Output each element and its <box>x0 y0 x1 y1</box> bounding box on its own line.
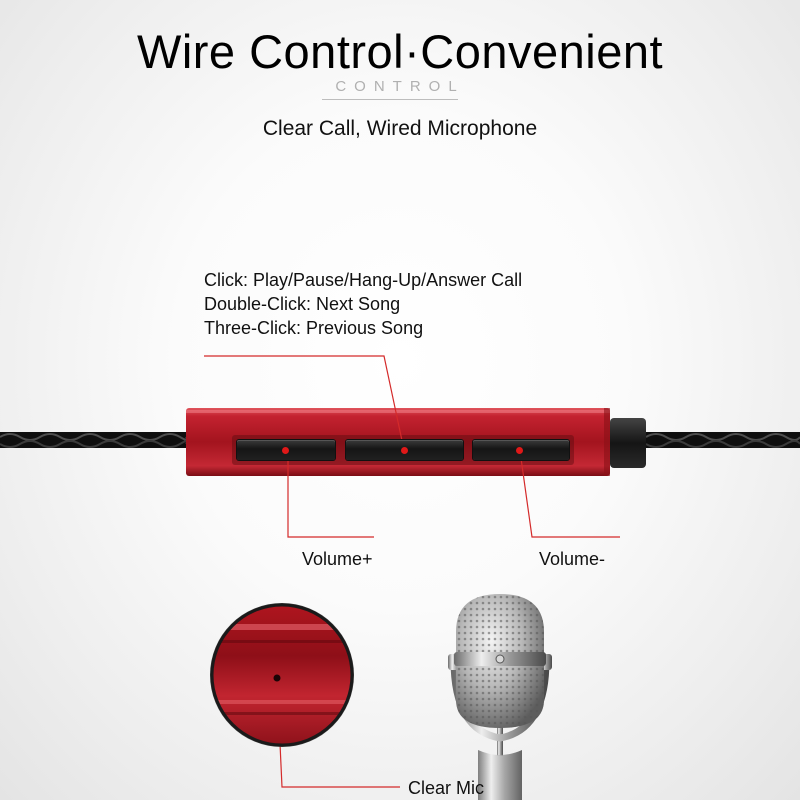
cable-right <box>645 432 800 448</box>
volume-plus-label: Volume+ <box>302 549 373 569</box>
function-three-click: Three-Click: Previous Song <box>204 318 424 338</box>
clear-mic-label: Clear Mic <box>408 778 485 798</box>
play-pause-button[interactable] <box>346 440 463 460</box>
function-click: Click: Play/Pause/Hang-Up/Answer Call <box>204 270 523 290</box>
volume-minus-label: Volume- <box>539 549 606 569</box>
page-tagline: Clear Call, Wired Microphone <box>262 117 538 140</box>
mic-hole <box>273 674 281 682</box>
play-pause-indicator-dot <box>401 447 408 454</box>
studio-microphone-icon <box>448 594 552 800</box>
volume-up-indicator-dot <box>282 447 289 454</box>
mic-closeup <box>210 603 354 747</box>
function-double-click: Double-Click: Next Song <box>204 294 401 314</box>
cable-left <box>0 432 189 448</box>
subtitle-divider <box>322 99 458 100</box>
button-functions-callout: Click: Play/Pause/Hang-Up/Answer Call Do… <box>204 268 522 340</box>
page-title: Wire Control·Convenient <box>136 25 664 78</box>
volume-down-indicator-dot <box>516 447 523 454</box>
volume-up-button[interactable] <box>237 440 335 460</box>
volume-down-button[interactable] <box>473 440 569 460</box>
page-subtitle: CONTROL <box>335 78 465 95</box>
